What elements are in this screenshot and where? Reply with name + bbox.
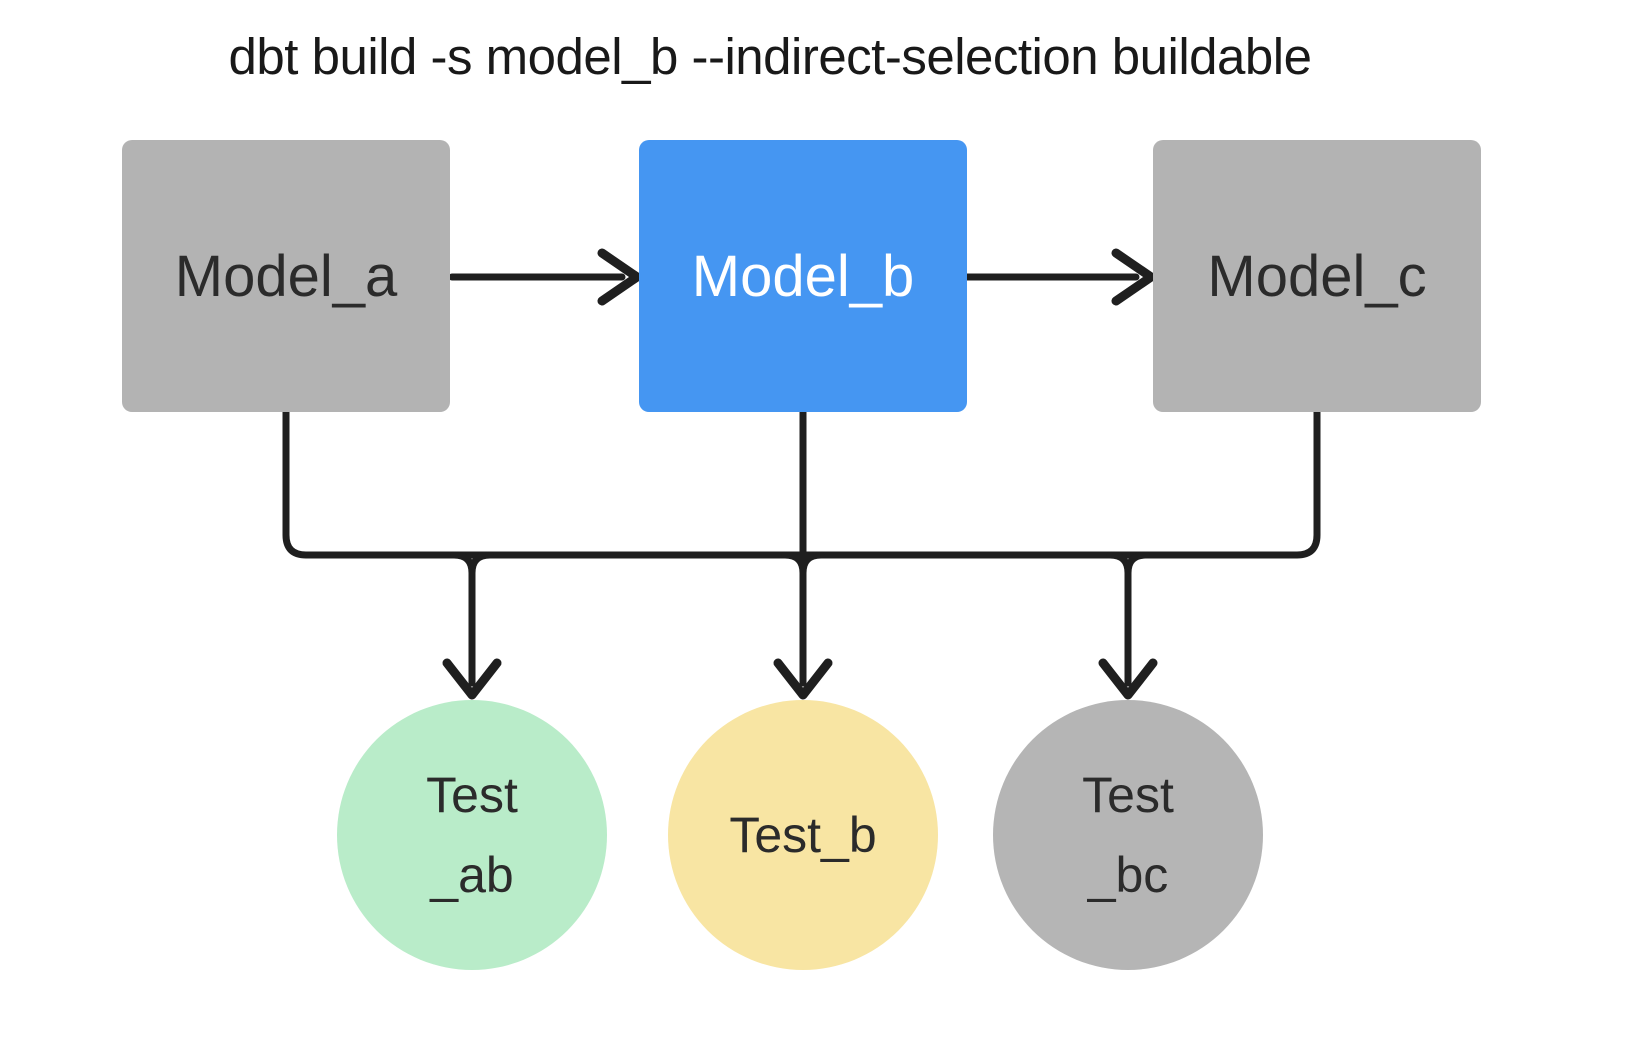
diagram-title: dbt build -s model_b --indirect-selectio… [228,28,1312,85]
edge-model-b-to-model-c [963,248,1156,306]
node-test-ab-label-line2: _ab [430,847,514,903]
edge-model-a-to-model-b [448,248,642,306]
arrowhead-icon [1098,658,1158,700]
node-model-c-label: Model_c [1207,243,1427,309]
node-test-bc-label-line2: _bc [1087,847,1169,903]
node-test-ab-label-line1: Test [426,767,518,823]
node-test-bc: Test _bc [993,700,1263,970]
node-test-bc-label-line1: Test [1082,767,1174,823]
node-model-b-label: Model_b [691,243,915,309]
node-test-ab: Test _ab [337,700,607,970]
node-test-b-label-line1: Test_b [729,807,877,863]
arrowhead-icon [442,658,502,700]
arrowhead-icon [1111,248,1156,306]
node-model-c: Model_c [1153,140,1481,412]
edge-branch-to-test-bc [1098,551,1158,700]
node-model-b-selected: Model_b [639,140,967,412]
node-model-a-label: Model_a [174,243,398,309]
node-test-b: Test_b [668,700,938,970]
node-model-a: Model_a [122,140,450,412]
arrowhead-icon [773,658,833,700]
arrowhead-icon [597,248,642,306]
edge-branch-to-test-ab [442,551,502,700]
edge-model-b-to-test-b [773,408,833,700]
